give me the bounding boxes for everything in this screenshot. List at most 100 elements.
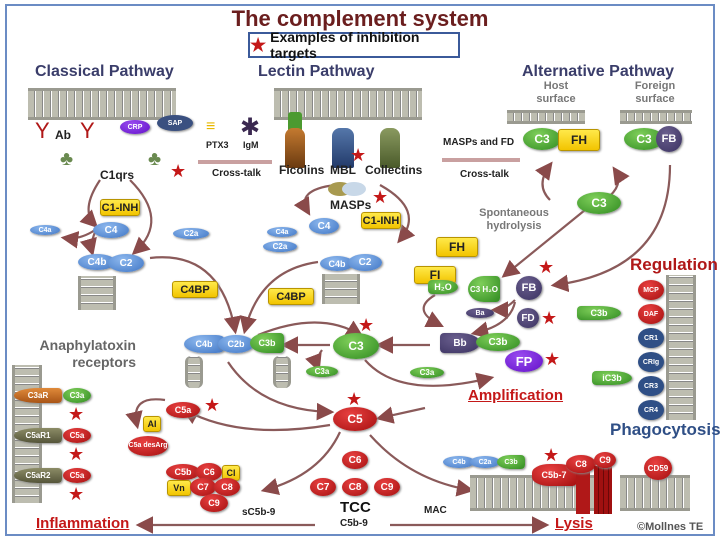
lysis-label: Lysis (555, 515, 593, 532)
collectin-icon (380, 128, 400, 168)
arrow-foreign-fb (550, 164, 672, 293)
star-icon: ★ (372, 187, 389, 207)
crp-icon: CRP (120, 120, 150, 134)
c3b-amp-oval: C3b (476, 333, 520, 351)
membrane-classical-anchor (78, 276, 116, 310)
arrow-c5-sc5b9 (260, 431, 341, 496)
sap-icon: SAP (157, 115, 193, 131)
lysis-membrane-right (620, 475, 690, 511)
ficolins-label: Ficolins (279, 163, 325, 177)
arrow-c4-c4b (79, 231, 97, 257)
host-membrane (507, 110, 585, 124)
c2b-central-oval: C2b (218, 335, 254, 353)
anaphylatoxin-title: Anaphylatoxin receptors (39, 337, 136, 370)
arrow-c3-host (535, 161, 553, 201)
c6-soluble-oval: C6 (196, 463, 222, 481)
fp-oval: FP (505, 350, 543, 372)
lectin-pathway-title: Lectin Pathway (258, 63, 375, 80)
crosstalk-label-left: Cross-talk (212, 168, 261, 179)
cr3-receptor: CR3 (638, 376, 664, 396)
c5ar1-receptor: C5aR1 (14, 428, 62, 443)
fb-foreign-oval: FB (656, 126, 682, 152)
crig-receptor: CRIg (638, 352, 664, 372)
c5b7-complex: C5b-7 (532, 464, 576, 486)
c3-foreign-oval: C3 (624, 128, 664, 150)
crosstalk-label-right: Cross-talk (460, 169, 509, 180)
regulation-membrane (666, 275, 696, 420)
masp-icon (342, 182, 366, 196)
masps-label: MASPs (330, 198, 372, 212)
c3a-right-oval: C3a (410, 367, 444, 378)
regulation-title: Regulation (630, 255, 718, 274)
c3ar-receptor: C3aR (14, 388, 62, 403)
c2a-lysis-oval: C2a (470, 456, 500, 468)
ptx3-icon: ≡ (206, 118, 216, 135)
classical-pathway-title: Classical Pathway (35, 63, 174, 80)
mbl-icon (332, 128, 354, 168)
c4-oval-lectin: C4 (309, 218, 339, 234)
c5ar2-receptor: C5aR2 (14, 468, 62, 483)
cr4-receptor: CR4 (638, 400, 664, 420)
cr1-receptor: CR1 (638, 328, 664, 348)
arrow-classical-convertase (149, 256, 242, 335)
legend-label: Examples of inhibition targets (270, 29, 420, 61)
star-icon: ★ (346, 389, 363, 409)
c9-lysis-oval: C9 (594, 452, 616, 468)
spontaneous-hydrolysis-label: Spontaneous hydrolysis (479, 207, 549, 232)
daf-receptor: DAF (638, 304, 664, 324)
mac-label: MAC (424, 505, 447, 516)
star-icon: ★ (541, 308, 558, 328)
ficolin-icon (285, 128, 305, 168)
c8-lysis-oval: C8 (566, 455, 596, 473)
star-icon: ★ (68, 404, 85, 424)
tcc-label: TCC (340, 499, 371, 516)
c2-oval: C2 (108, 254, 144, 272)
collectins-label: Collectins (365, 163, 423, 177)
arrow-masps-c4bc2 (379, 184, 416, 244)
arrow-convertase-c3 (257, 320, 364, 338)
c8-pore-segment (576, 470, 590, 514)
bb-oval: Bb (440, 333, 480, 353)
c3b-regulation-oval: C3b (577, 306, 621, 320)
membrane-lectin-anchor (322, 274, 360, 304)
ptx3-label: PTX3 (206, 140, 229, 150)
c5a-oval: C5a (166, 402, 200, 418)
fh-host-box: FH (558, 129, 600, 151)
arrow-fb-bb (470, 301, 517, 339)
fh-box: FH (436, 237, 478, 257)
c3-alt-oval: C3 (577, 192, 621, 214)
mcp-receptor: MCP (638, 280, 664, 300)
star-icon: ★ (68, 444, 85, 464)
arrow-fi-bb (422, 294, 444, 327)
c7-soluble-oval: C7 (190, 478, 216, 496)
c6-tcc-oval: C6 (342, 451, 368, 469)
arrow-lectin-convertase (239, 260, 319, 335)
c1-inh-box-lectin: C1-INH (361, 212, 401, 229)
c7-tcc-oval: C7 (310, 478, 336, 496)
arrow-c1qrs-c4bc2 (129, 179, 153, 255)
fd-oval: FD (517, 308, 539, 328)
c2a-oval: C2a (173, 228, 209, 239)
host-surface-label: Host surface (536, 80, 576, 105)
arrow-c1qrs-c4 (79, 179, 101, 229)
ic3b-oval: iC3b (592, 371, 632, 385)
c1q-icon: ♣ (60, 148, 74, 170)
c4b-central-oval: C4b (184, 335, 224, 353)
ab-label: Ab (55, 128, 71, 142)
star-icon: ★ (170, 161, 187, 181)
arrow-fb-ba (490, 299, 516, 319)
c4bp-box-lectin: C4BP (268, 288, 314, 305)
vn-box: Vn (167, 480, 191, 496)
legend-box: ★ Examples of inhibition targets (248, 29, 460, 61)
inflammation-label: Inflammation (36, 515, 130, 532)
c3-h2o-oval: C3 H₂O (468, 276, 500, 302)
arrow-c4-c4a (60, 229, 96, 249)
sc5b9-label: sC5b-9 (242, 507, 276, 518)
c5a-ligand-oval: C5a (63, 468, 91, 483)
star-icon: ★ (543, 445, 560, 465)
arrow-convertase-c5 (227, 361, 335, 421)
c3-host-oval: C3 (523, 128, 561, 150)
ai-box: AI (143, 416, 161, 432)
c1qrs-label: C1qrs (100, 168, 135, 182)
c5-oval: C5 (333, 407, 377, 431)
